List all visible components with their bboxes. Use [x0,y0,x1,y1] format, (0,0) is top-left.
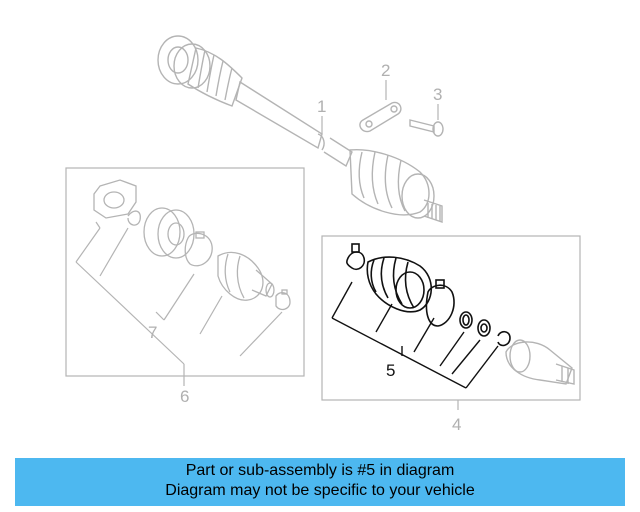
bracket-part[interactable] [359,101,402,133]
callout-1: 1 [317,97,326,116]
bolt-part[interactable] [409,119,444,137]
parts-diagram: 1 2 3 7 6 [65,35,581,434]
boot-kit-part-5[interactable] [346,243,511,347]
callout-leaders-top [321,80,439,134]
callout-2: 2 [381,61,390,80]
sub-assembly-box-4 [321,235,581,401]
callout-leaders-6 [75,221,283,386]
callout-3: 3 [433,85,442,104]
callout-leaders-5 [331,281,499,389]
drive-shaft-assembly[interactable] [157,35,443,223]
inner-joint-kit[interactable] [93,179,291,311]
callout-7: 7 [148,323,157,342]
info-banner: Part or sub-assembly is #5 in diagram Di… [15,458,625,506]
banner-line-2: Diagram may not be specific to your vehi… [165,482,475,499]
callout-4: 4 [452,415,461,434]
callout-5: 5 [386,361,395,380]
callout-6: 6 [180,387,189,406]
sub-assembly-box-6 [65,167,305,377]
banner-line-1: Part or sub-assembly is #5 in diagram [185,462,455,479]
cv-joint-part[interactable] [505,339,575,385]
